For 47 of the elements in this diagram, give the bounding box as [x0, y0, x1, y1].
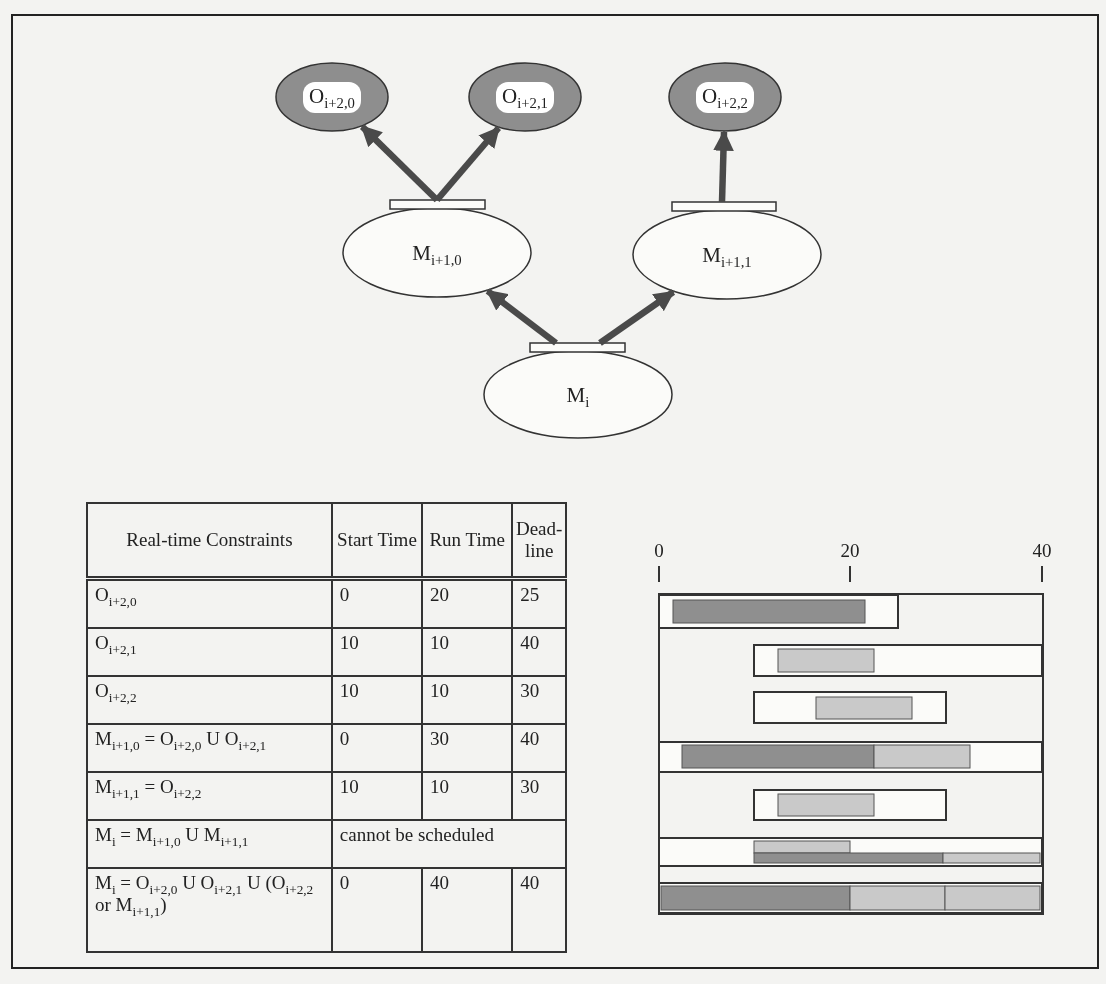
table-cell: M$_{i}$ = O$_{i+2,0}$ U O$_{i+2,1}$ U (O$_{i+2,2}$ or M$_{i+1,1}$)	[87, 868, 332, 952]
axis-tick-label: 40	[1032, 540, 1052, 562]
object-ellipse	[275, 62, 389, 132]
table-cell: 0	[331, 578, 423, 628]
schedule-ellipse	[632, 201, 822, 300]
object-ellipse	[668, 62, 782, 132]
table-cell: 30	[512, 772, 566, 820]
table-cell: 20	[422, 578, 513, 628]
schedule-ellipse	[483, 342, 673, 439]
column-header: Real-time Constraints	[87, 503, 332, 579]
table-cell: 40	[512, 628, 566, 676]
schedule-ellipse	[342, 199, 532, 298]
table-cell: 10	[331, 676, 423, 724]
node-label: O$_{i+2,2}$	[696, 81, 754, 113]
table-cell: 25	[512, 578, 566, 628]
arrow	[485, 288, 558, 346]
table-cell: 0	[331, 724, 423, 772]
arrow	[434, 125, 501, 203]
node-label: M$_{i}$	[566, 385, 590, 406]
table-cell: O$_{i+2,0}$	[87, 578, 332, 628]
table-cell: 10	[422, 772, 513, 820]
column-header: Run Time	[422, 503, 513, 579]
table-cell: 10	[331, 772, 423, 820]
table-cell: 30	[422, 724, 513, 772]
column-header: Start Time	[331, 503, 423, 579]
table-cell: M$_{i+1,1}$ = O$_{i+2,2}$	[87, 772, 332, 820]
node-label: O$_{i+2,0}$	[303, 81, 361, 113]
table-cell: 0	[331, 868, 423, 952]
table-cell: 10	[422, 676, 513, 724]
table-cell: M$_{i}$ = M$_{i+1,0}$ U M$_{i+1,1}$	[87, 820, 332, 868]
axis-tick-label: 0	[654, 540, 664, 562]
axis-tick-label: 20	[840, 540, 860, 562]
table-cell: 40	[512, 724, 566, 772]
table-cell: 10	[331, 628, 423, 676]
table-cell: 30	[512, 676, 566, 724]
table-cell: O$_{i+2,1}$	[87, 628, 332, 676]
node-label: O$_{i+2,1}$	[496, 81, 554, 113]
table-cell: M$_{i+1,0}$ = O$_{i+2,0}$ U O$_{i+2,1}$	[87, 724, 332, 772]
object-ellipse	[468, 62, 582, 132]
table-cell: O$_{i+2,2}$	[87, 676, 332, 724]
table-cell: 40	[512, 868, 566, 952]
table-cell: 40	[422, 868, 513, 952]
arrow	[713, 129, 734, 203]
column-header: Dead- line	[512, 503, 566, 579]
arrow	[359, 124, 440, 203]
table-cell: 10	[422, 628, 513, 676]
table-cell: cannot be scheduled	[331, 820, 566, 868]
